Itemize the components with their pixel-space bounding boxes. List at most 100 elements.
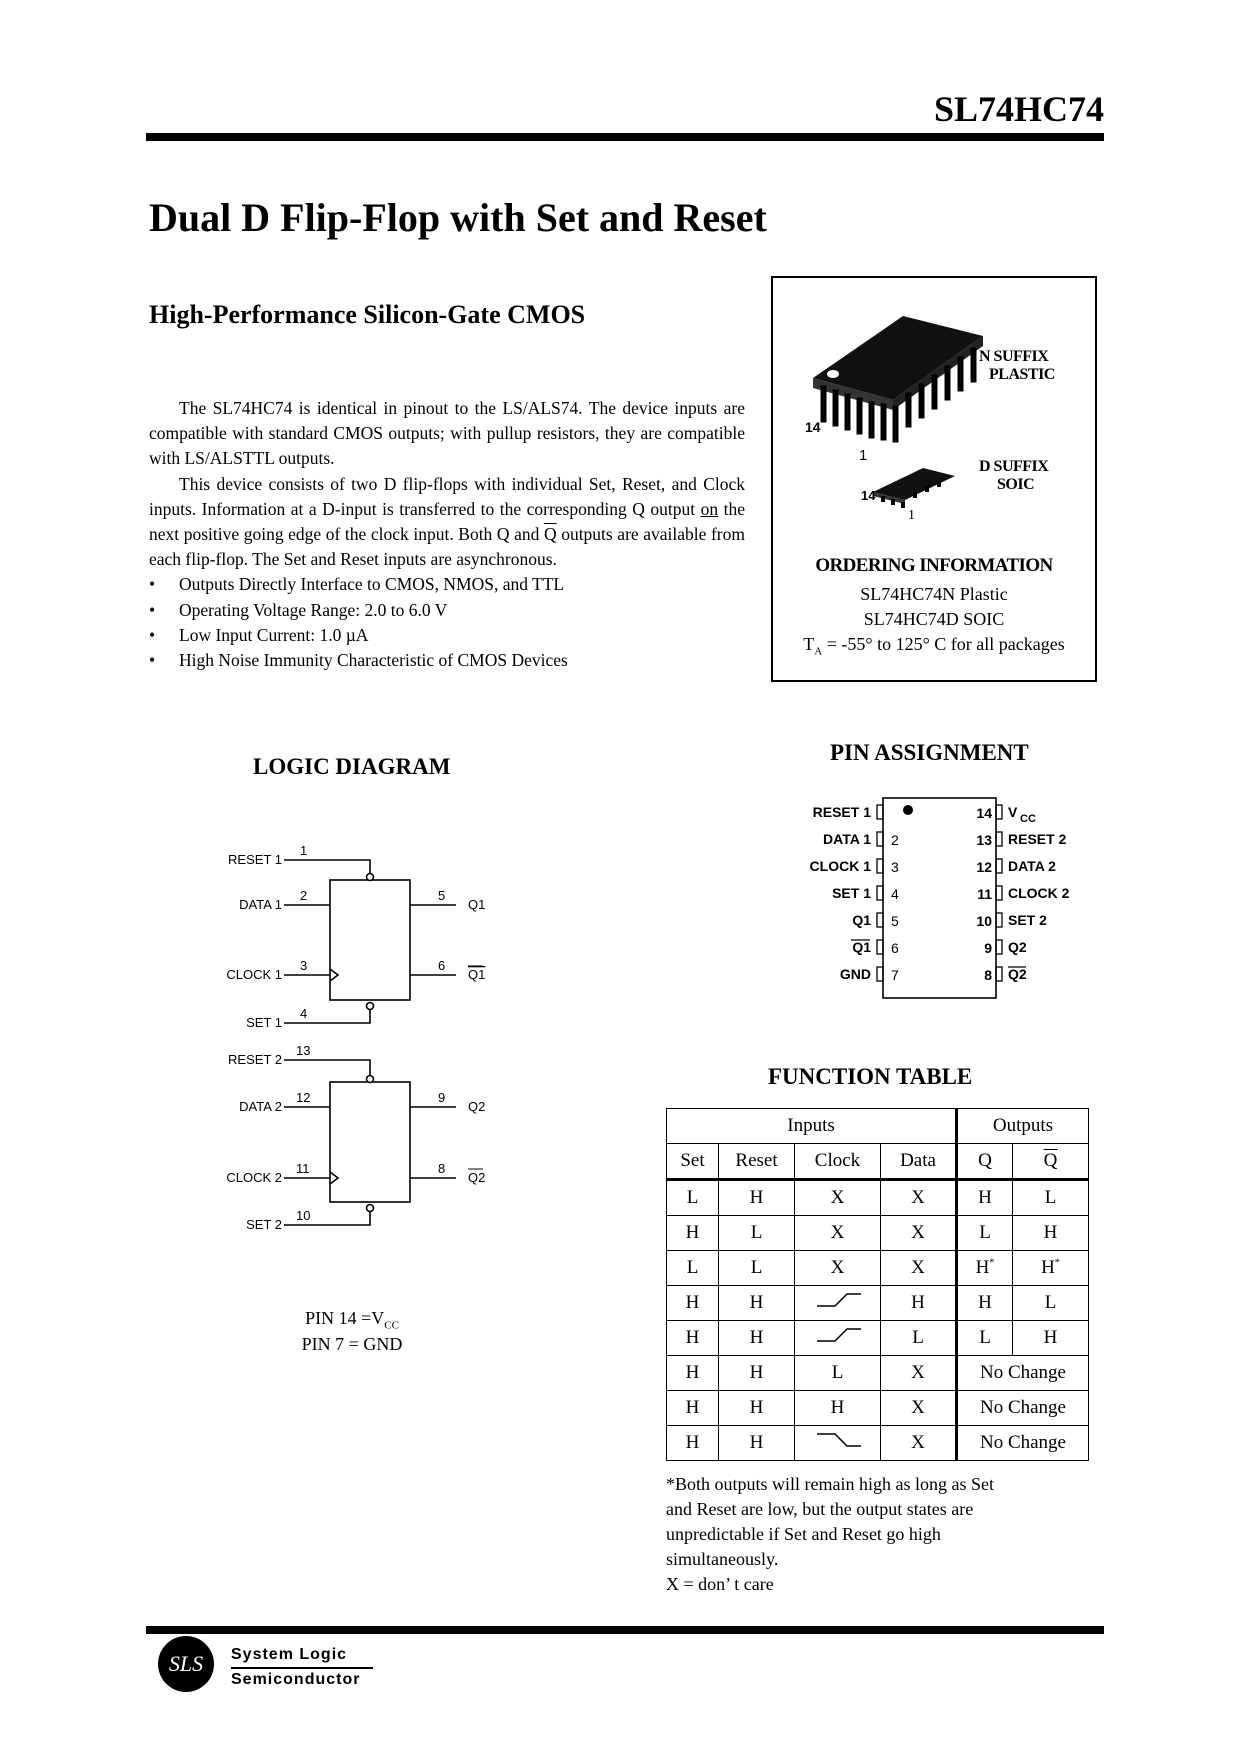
- pin-number-left: 7: [891, 967, 899, 983]
- col-reset: Reset: [718, 1143, 795, 1181]
- ld-q1-label: Q1: [468, 897, 485, 912]
- table-cell: H: [718, 1320, 795, 1356]
- note-line: unpredictable if Set and Reset go high: [666, 1524, 941, 1544]
- ld-reset2-label: RESET 2: [228, 1052, 282, 1067]
- table-cell: No Change: [955, 1390, 1089, 1426]
- function-table-note: *Both outputs will remain high as long a…: [666, 1472, 1106, 1597]
- pin-stub-right: [995, 804, 1003, 820]
- pin-name-left: GND: [840, 966, 871, 982]
- pin-number-left: 6: [891, 940, 899, 956]
- pin-name-sub: CC: [1020, 813, 1036, 825]
- pin-stub-left: [876, 885, 884, 901]
- company-name-line-2: Semiconductor: [231, 1671, 361, 1688]
- note-line: *Both outputs will remain high as long a…: [666, 1474, 994, 1494]
- pin-name-left: RESET 1: [813, 804, 872, 820]
- col-qbar: Q: [1012, 1143, 1089, 1181]
- pin1-marker: [903, 805, 913, 815]
- ordering-line-2: SL74HC74D SOIC: [863, 609, 1005, 629]
- table-cell: H: [718, 1179, 795, 1216]
- pin-number-right: 12: [976, 859, 992, 875]
- table-cell: H: [666, 1390, 719, 1426]
- ld-q1bar-label: Q1: [468, 967, 485, 982]
- feature-list: Outputs Directly Interface to CMOS, NMOS…: [149, 572, 745, 673]
- pin-number-right: 14: [976, 805, 992, 821]
- table-cell: H: [666, 1355, 719, 1391]
- table-cell: L: [794, 1355, 881, 1391]
- table-cell: L: [955, 1320, 1013, 1356]
- company-name-divider: [231, 1667, 373, 1669]
- feature-item: High Noise Immunity Characteristic of CM…: [149, 648, 745, 673]
- table-cell: [794, 1425, 881, 1461]
- group-outputs: Outputs: [955, 1108, 1089, 1144]
- table-cell: H: [794, 1390, 881, 1426]
- col-qbar-label: Q: [1043, 1150, 1058, 1171]
- n-type: PLASTIC: [989, 366, 1055, 383]
- pin-number-right: 13: [976, 832, 992, 848]
- ld-set2-label: SET 2: [246, 1217, 282, 1232]
- pin14-prefix: PIN 14 =V: [305, 1308, 385, 1328]
- n-suffix: N SUFFIX: [979, 348, 1049, 365]
- ordering-line-1: SL74HC74N Plastic: [860, 584, 1008, 604]
- logic-diagram-title: LOGIC DIAGRAM: [253, 754, 451, 779]
- pin-stub-left: [876, 831, 884, 847]
- feature-item: Outputs Directly Interface to CMOS, NMOS…: [149, 572, 745, 597]
- pin-stub-left: [876, 858, 884, 874]
- table-cell: L: [1012, 1179, 1089, 1216]
- table-cell: L: [880, 1320, 957, 1356]
- pin-stub-right: [995, 939, 1003, 955]
- page-subtitle: High-Performance Silicon-Gate CMOS: [149, 300, 586, 329]
- d-type: SOIC: [997, 476, 1035, 493]
- ld-q2bar-pin: 8: [438, 1161, 445, 1176]
- table-cell: X: [880, 1215, 957, 1251]
- table-cell: X: [880, 1425, 957, 1461]
- ld-q2bar-label: Q2: [468, 1170, 485, 1185]
- soic-pin1-label: 1: [908, 508, 915, 523]
- ld-set1-pin: 4: [300, 1006, 307, 1021]
- col-clock: Clock: [794, 1143, 881, 1181]
- table-cell: H: [955, 1285, 1013, 1321]
- ld-set1-label: SET 1: [246, 1015, 282, 1030]
- pin-number-left: 3: [891, 859, 899, 875]
- pin-name-left: DATA 1: [823, 831, 871, 847]
- note-line: X = don’ t care: [666, 1574, 774, 1594]
- table-cell: [794, 1320, 881, 1356]
- ld-reset1-label: RESET 1: [228, 852, 282, 867]
- falling-edge-icon: [816, 1433, 861, 1447]
- pin-stub-right: [995, 858, 1003, 874]
- table-cell: X: [880, 1250, 957, 1286]
- company-name-line-1: System Logic: [231, 1646, 348, 1663]
- ld-data1-pin: 2: [300, 888, 307, 903]
- note-line: simultaneously.: [666, 1549, 779, 1569]
- pin-name-right: RESET 2: [1008, 831, 1067, 847]
- para2-text-b: the next positive going edge of the cloc…: [149, 498, 745, 545]
- pin-number-right: 11: [977, 886, 992, 902]
- table-cell: H: [718, 1390, 795, 1426]
- ld-q1bar-pin: 6: [438, 958, 445, 973]
- table-cell: H: [718, 1355, 795, 1391]
- pin-stub-left: [876, 804, 884, 820]
- page-title: Dual D Flip-Flop with Set and Reset: [149, 195, 767, 240]
- table-cell: [794, 1285, 881, 1321]
- pin-stub-right: [995, 885, 1003, 901]
- col-data: Data: [880, 1143, 957, 1181]
- table-cell: L: [666, 1179, 719, 1216]
- table-cell: X: [880, 1355, 957, 1391]
- table-cell: L: [666, 1250, 719, 1286]
- pin-name-left: SET 1: [832, 885, 871, 901]
- table-cell: H: [955, 1179, 1013, 1216]
- ld-reset1-pin: 1: [300, 843, 307, 858]
- table-cell: H: [666, 1215, 719, 1251]
- table-cell: L: [718, 1215, 795, 1251]
- svg-text:1: 1: [859, 447, 867, 464]
- table-cell: H: [718, 1285, 795, 1321]
- pin-stub-left: [876, 939, 884, 955]
- pin-name-right: Q2: [1008, 966, 1027, 982]
- d-suffix: D SUFFIX: [979, 458, 1049, 475]
- feature-item: Operating Voltage Range: 2.0 to 6.0 V: [149, 598, 745, 623]
- pin-number-left: 5: [891, 913, 899, 929]
